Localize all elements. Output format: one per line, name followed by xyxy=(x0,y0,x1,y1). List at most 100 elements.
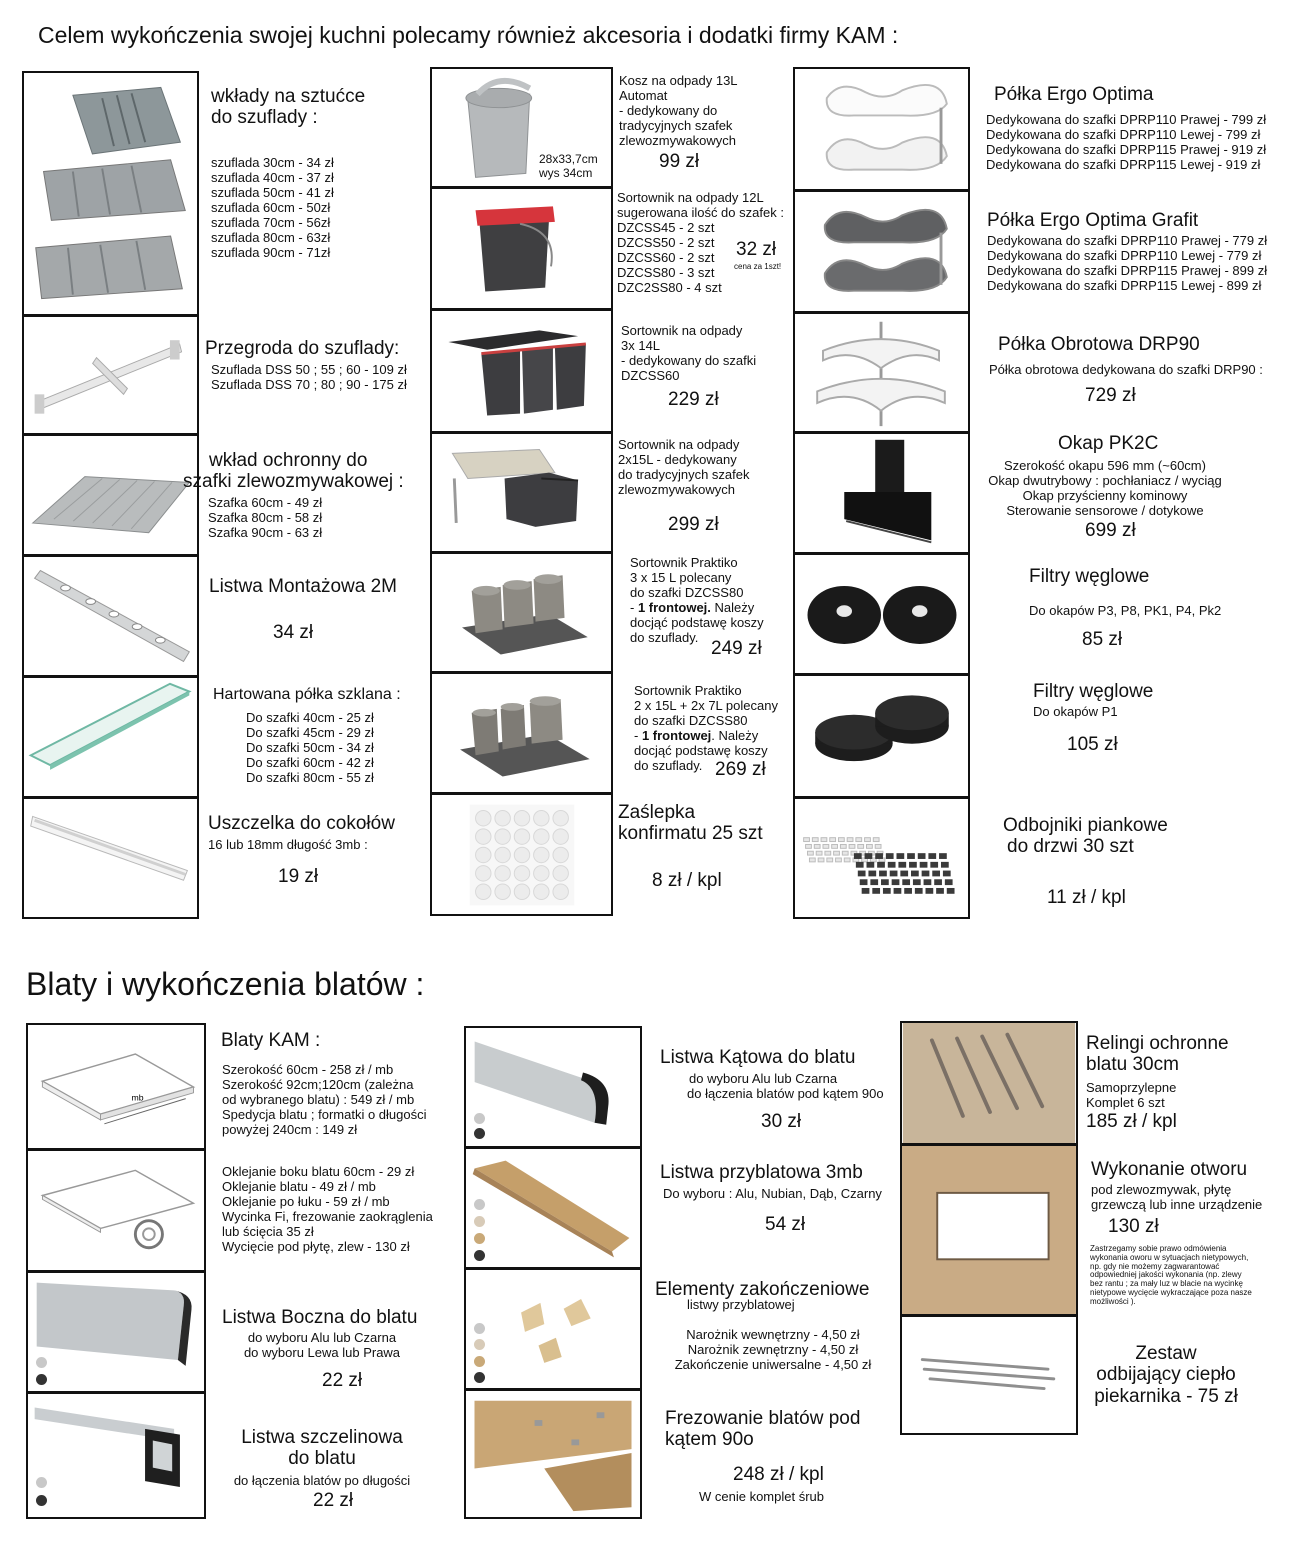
cutlery-insert-image xyxy=(22,71,199,316)
side-strip-price: 22 zł xyxy=(322,1370,363,1391)
color-swatch-alu xyxy=(36,1477,47,1488)
blaty-kam-title: Blaty KAM : xyxy=(221,1030,321,1051)
end-elements-image xyxy=(464,1268,642,1390)
color-swatch-alu xyxy=(474,1113,485,1124)
color-swatch-alu xyxy=(474,1199,485,1210)
bin-2x15-image xyxy=(430,432,613,553)
cutout-price: 130 zł xyxy=(1108,1216,1159,1237)
filters2-price: 105 zł xyxy=(1067,734,1118,755)
protective-rails-image xyxy=(900,1021,1078,1145)
seal-sub: 16 lub 18mm długość 3mb : xyxy=(208,837,368,852)
glass-shelf-image xyxy=(22,676,199,798)
color-swatch-nubian xyxy=(474,1216,485,1227)
bin-13l-image xyxy=(430,67,613,188)
color-swatch-black xyxy=(474,1250,485,1261)
milling-note: W cenie komplet śrub xyxy=(699,1489,824,1504)
sink-liner-title1: wkład ochronny do xyxy=(209,450,368,471)
bin-3x14-price: 229 zł xyxy=(668,389,719,410)
carbon-filters-p1-image xyxy=(793,674,970,798)
confirmat-caps-image xyxy=(430,793,613,916)
rail-price: 34 zł xyxy=(273,622,314,643)
cutout-title: Wykonanie otworu xyxy=(1091,1159,1248,1180)
hood-specs: Szerokość okapu 596 mm (~60cm)Okap dwutr… xyxy=(988,458,1222,519)
slot-strip-price: 22 zł xyxy=(313,1490,354,1511)
color-swatch-black xyxy=(474,1128,485,1139)
ergo-optima-image xyxy=(793,67,970,191)
milling-price: 248 zł / kpl xyxy=(733,1464,824,1485)
carbon-filters-image xyxy=(793,553,970,675)
color-swatch-black xyxy=(36,1374,47,1385)
corner-strip-image xyxy=(464,1026,642,1148)
sink-liner-title2: szafki zlewozmywakowej : xyxy=(183,471,404,492)
corner-strip-title: Listwa Kątowa do blatu xyxy=(660,1047,856,1068)
rails-price: 185 zł / kpl xyxy=(1086,1111,1177,1132)
seal-price: 19 zł xyxy=(278,866,319,887)
countertop-image: mb xyxy=(26,1023,206,1150)
milling-image xyxy=(464,1389,642,1519)
ergo-optima-grafit-image xyxy=(793,190,970,313)
bumpers-price: 11 zł / kpl xyxy=(1047,887,1126,908)
filters1-sub: Do okapów P3, P8, PK1, P4, Pk2 xyxy=(1029,603,1222,618)
color-swatch-oak xyxy=(474,1233,485,1244)
bin-2x15-price: 299 zł xyxy=(668,514,719,535)
rotating-shelf-image xyxy=(793,312,970,433)
filters2-sub: Do okapów P1 xyxy=(1033,704,1118,719)
praktiko-2x15-image xyxy=(430,672,613,794)
cutout-image xyxy=(900,1144,1078,1316)
ergo-grafit-prices: Dedykowana do szafki DPRP110 Prawej - 77… xyxy=(987,233,1268,294)
rotating-price: 729 zł xyxy=(1085,385,1136,406)
rotating-sub: Półka obrotowa dedykowana do szafki DRP9… xyxy=(989,362,1263,377)
praktiko-3x15-image xyxy=(430,552,613,673)
end-elements-sub: listwy przyblatowej xyxy=(687,1297,795,1312)
corner-strip-price: 30 zł xyxy=(761,1111,802,1132)
color-swatch-alu xyxy=(474,1323,485,1334)
praktiko-3x15-price: 249 zł xyxy=(711,638,762,659)
hood-price: 699 zł xyxy=(1085,520,1136,541)
praktiko-2x15-price: 269 zł xyxy=(715,759,766,780)
end-elements-title: Elementy zakończeniowe xyxy=(655,1279,870,1300)
heat-kit-image xyxy=(900,1315,1078,1435)
seal-title: Uszczelka do cokołów xyxy=(208,813,395,834)
side-strip-title: Listwa Boczna do blatu xyxy=(222,1307,418,1328)
color-swatch-black xyxy=(474,1372,485,1383)
side-strip-image xyxy=(26,1271,206,1393)
bin-3x14-image xyxy=(430,309,613,433)
slot-strip-image xyxy=(26,1392,206,1519)
ergo-title: Półka Ergo Optima xyxy=(994,84,1154,105)
edging-image xyxy=(26,1149,206,1272)
filters1-title: Filtry węglowe xyxy=(1029,566,1150,587)
caps-price: 8 zł / kpl xyxy=(652,870,722,891)
color-swatch-alu xyxy=(36,1357,47,1368)
rail-title: Listwa Montażowa 2M xyxy=(209,576,397,597)
filters1-price: 85 zł xyxy=(1082,629,1123,650)
mb-label: mb xyxy=(131,1093,143,1103)
color-swatch-black xyxy=(36,1495,47,1506)
filters2-title: Filtry węglowe xyxy=(1033,681,1154,702)
page-title: Celem wykończenia swojej kuchni polecamy… xyxy=(38,22,899,48)
section-title-countertops: Blaty i wykończenia blatów : xyxy=(26,966,425,1002)
drawer-divider-image xyxy=(22,315,199,435)
